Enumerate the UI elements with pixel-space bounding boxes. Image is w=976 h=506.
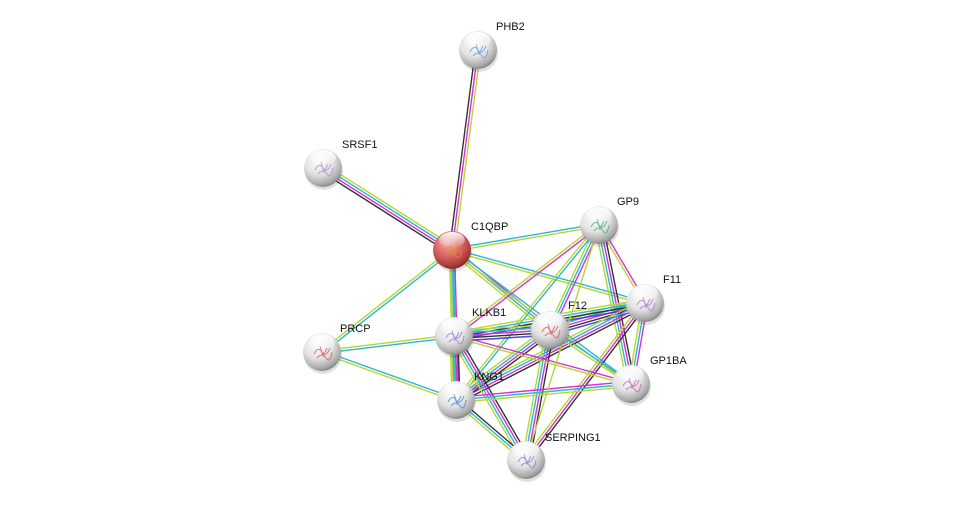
edge-gp9-klkb1[interactable] <box>452 223 601 338</box>
edge-line-database <box>323 166 454 250</box>
edge-line-database <box>322 250 454 354</box>
edge-line-experiments <box>455 380 631 399</box>
node-label: C1QBP <box>471 221 508 233</box>
node-highlight <box>309 334 335 350</box>
edge-c1qbp-srsf1[interactable] <box>320 164 455 254</box>
edge-line-experiments <box>525 302 646 461</box>
edge-line-textmining <box>453 336 631 386</box>
edge-line-textmining <box>456 385 632 404</box>
node-gp9[interactable]: GP9 <box>580 196 639 247</box>
node-highlight <box>465 32 491 48</box>
edge-line-coexpression <box>320 170 451 254</box>
node-label: SERPING1 <box>545 432 601 444</box>
edge-line-database <box>456 225 601 402</box>
edge-line-textmining <box>320 248 452 352</box>
node-label: PHB2 <box>496 21 525 33</box>
node-klkb1[interactable]: KLKB1 <box>435 307 506 358</box>
edge-line-database <box>451 223 599 250</box>
edges-layer <box>320 49 649 463</box>
node-highlight <box>618 366 644 382</box>
node-label: F11 <box>663 274 681 286</box>
node-label: KLKB1 <box>472 307 506 319</box>
edge-f11-serping1[interactable] <box>523 301 648 462</box>
node-f11[interactable]: F11 <box>626 274 681 325</box>
edge-line-textmining <box>453 50 482 251</box>
edge-line-textmining <box>452 223 599 336</box>
node-label: SRSF1 <box>342 139 377 151</box>
edge-line-coexpression <box>527 304 648 462</box>
edge-line-experiments <box>321 168 452 252</box>
edge-line-database <box>322 350 457 400</box>
edge-line-coexpression <box>529 330 555 461</box>
edge-line-textmining <box>451 250 645 305</box>
edge-line-database <box>455 383 632 401</box>
node-label: PRCP <box>340 323 371 335</box>
edge-line-textmining <box>453 326 549 398</box>
edge-line-coexpression <box>457 332 553 404</box>
edge-line-experiments <box>451 49 479 251</box>
node-label: GP9 <box>617 196 639 208</box>
edge-kng1-gp1ba[interactable] <box>455 380 632 404</box>
edge-line-database <box>452 248 646 303</box>
edge-line-textmining <box>452 225 600 252</box>
edge-line-experiments <box>456 330 552 402</box>
edge-line-textmining <box>523 301 644 459</box>
edge-line-textmining <box>547 223 598 330</box>
node-label: GP1BA <box>650 355 687 367</box>
edge-line-database <box>322 336 455 354</box>
edge-c1qbp-prcp[interactable] <box>320 248 454 354</box>
node-prcp[interactable]: PRCP <box>303 323 371 374</box>
node-f12[interactable]: F12 <box>531 300 587 352</box>
node-label: KNG1 <box>474 371 504 383</box>
node-highlight <box>441 318 467 334</box>
node-highlight <box>513 442 539 458</box>
edge-line-experiments <box>454 334 632 384</box>
node-phb2[interactable]: PHB2 <box>459 21 525 72</box>
edge-c1qbp-gp9[interactable] <box>451 223 600 252</box>
edge-klkb1-prcp[interactable] <box>321 334 455 354</box>
node-c1qbp[interactable]: C1QBP <box>433 221 508 272</box>
edge-c1qbp-phb2[interactable] <box>448 49 482 251</box>
edge-line-coexpression <box>457 305 648 405</box>
node-highlight <box>586 207 612 223</box>
node-gp1ba[interactable]: GP1BA <box>612 355 687 406</box>
node-kng1[interactable]: KNG1 <box>437 371 504 422</box>
edge-prcp-kng1[interactable] <box>321 350 457 402</box>
edge-line-textmining <box>321 334 454 352</box>
node-srsf1[interactable]: SRSF1 <box>304 139 377 190</box>
edge-line-experiments <box>454 225 601 338</box>
node-highlight <box>310 150 336 166</box>
edge-klkb1-gp1ba[interactable] <box>453 334 632 386</box>
edge-line-coexpression <box>448 49 477 250</box>
node-highlight <box>632 285 658 301</box>
node-highlight <box>439 232 465 248</box>
edge-line-textmining <box>324 164 455 248</box>
edge-line-textmining <box>521 329 547 460</box>
edge-line-database <box>452 336 526 462</box>
node-serping1[interactable]: SERPING1 <box>507 432 601 482</box>
edge-f12-kng1[interactable] <box>453 326 553 404</box>
edge-line-textmining <box>321 352 456 402</box>
node-label: F12 <box>568 300 587 312</box>
edge-line-database <box>454 328 550 400</box>
node-highlight <box>537 312 563 328</box>
edge-line-database <box>549 224 600 331</box>
edge-line-experiments <box>456 303 646 402</box>
node-highlight <box>443 382 469 398</box>
